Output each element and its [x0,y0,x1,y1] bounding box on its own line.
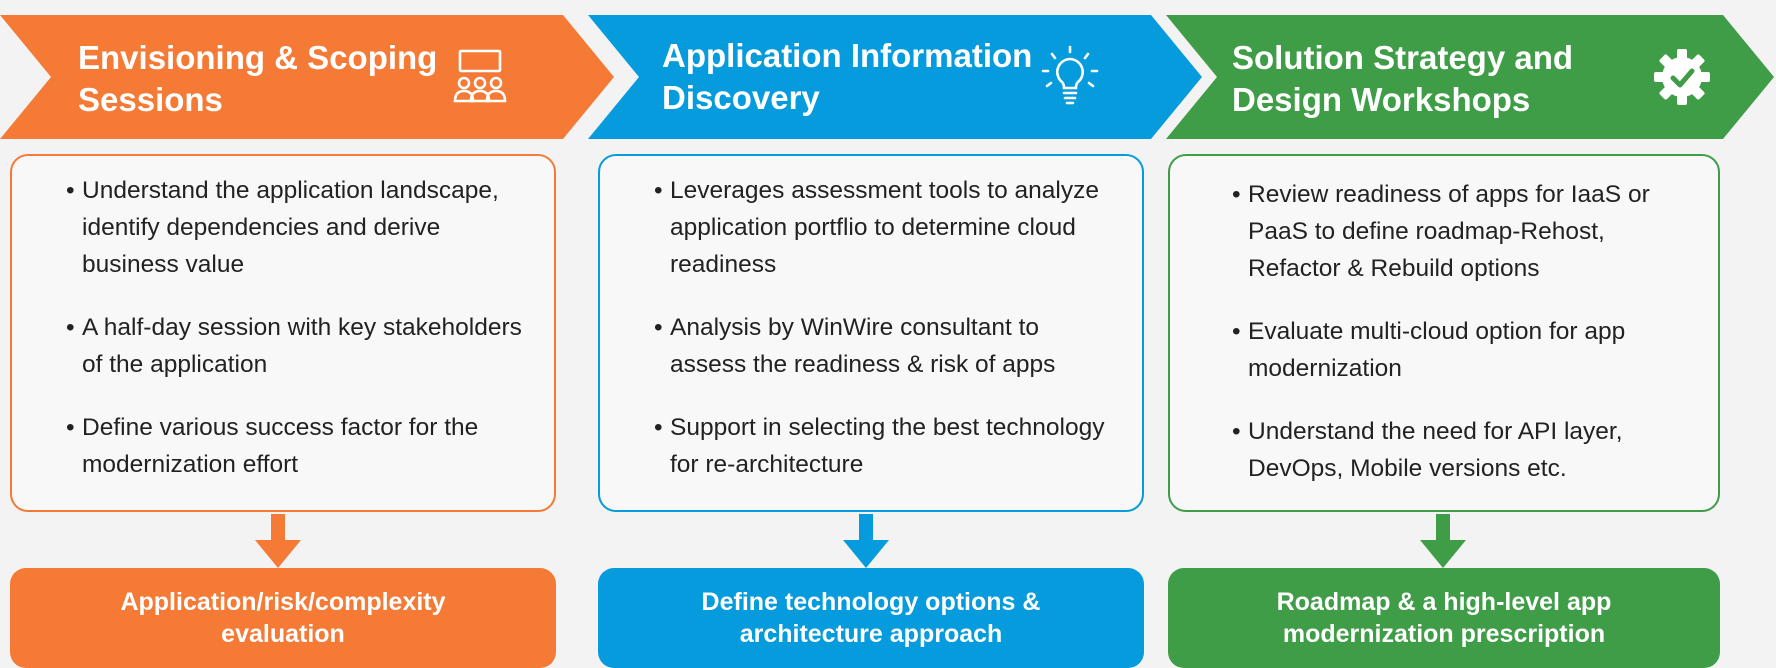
bullet-item: Analysis by WinWire consultant to assess… [654,309,1112,383]
outcome-text: Application/risk/complexity evaluation [120,588,446,648]
bullet-list: Leverages assessment tools to analyze ap… [654,172,1112,509]
lightbulb-icon [1038,45,1102,109]
bullet-item: A half-day session with key stakeholders… [66,309,524,383]
bullet-item: Review readiness of apps for IaaS or Paa… [1232,176,1688,287]
chevron-shape [588,15,1202,139]
phase-title: Solution Strategy and Design Workshops [1232,39,1574,118]
outcome-box: Roadmap & a high-level app modernization… [1168,568,1720,668]
phase-envisioning: Envisioning & Scoping Sessions Understan… [0,0,614,668]
outcome-text: Roadmap & a high-level app modernization… [1276,588,1612,648]
phase-header-chevron: Solution Strategy and Design Workshops [1166,15,1776,139]
bullet-item: Leverages assessment tools to analyze ap… [654,172,1112,283]
down-arrow-icon [253,514,303,568]
outcome-box: Application/risk/complexity evaluation [10,568,556,668]
bullet-item: Understand the application landscape, id… [66,172,524,283]
details-card: Understand the application landscape, id… [10,154,556,512]
bullet-item: Understand the need for API layer, DevOp… [1232,413,1688,487]
bullet-item: Evaluate multi-cloud option for app mode… [1232,313,1688,387]
down-arrow-icon [1418,514,1468,568]
bullet-item: Support in selecting the best technology… [654,409,1112,483]
chevron-shape [1166,15,1774,139]
chevron-shape [0,15,614,139]
phase-title: Application Information Discovery [662,37,1033,116]
gear-check-icon [1650,45,1714,109]
outcome-text: Define technology options & architecture… [701,588,1041,648]
team-meeting-icon [450,45,514,109]
phase-title: Envisioning & Scoping Sessions [78,39,438,118]
down-arrow-icon [841,514,891,568]
phase-header-chevron: Application Information Discovery [588,15,1202,139]
phase-strategy: Solution Strategy and Design Workshops [1166,0,1774,668]
details-card: Review readiness of apps for IaaS or Paa… [1168,154,1720,512]
outcome-box: Define technology options & architecture… [598,568,1144,668]
phase-header-chevron: Envisioning & Scoping Sessions [0,15,614,139]
bullet-list: Review readiness of apps for IaaS or Paa… [1232,176,1688,513]
bullet-list: Understand the application landscape, id… [66,172,524,509]
details-card: Leverages assessment tools to analyze ap… [598,154,1144,512]
phase-discovery: Application Information Discovery Levera… [588,0,1202,668]
bullet-item: Define various success factor for the mo… [66,409,524,483]
